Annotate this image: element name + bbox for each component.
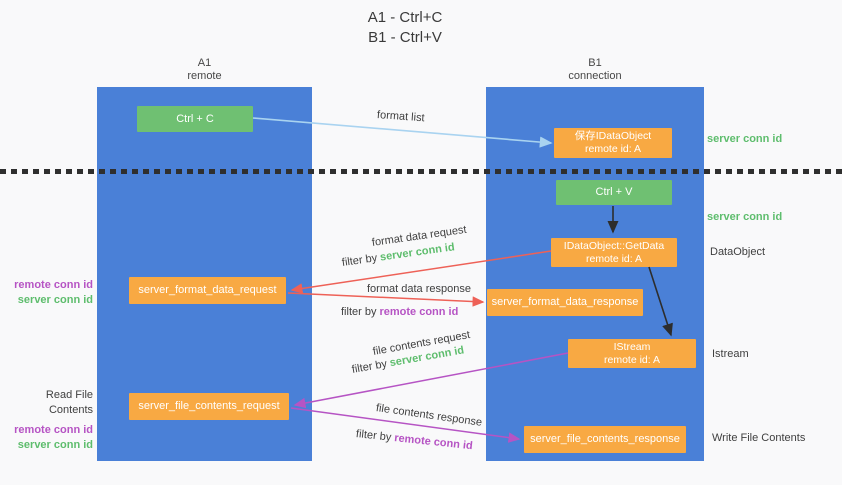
- side-label-server-conn-id-mid: server conn id: [707, 211, 783, 223]
- node-ctrl-v: Ctrl + V: [556, 180, 672, 205]
- node-file-resp-label: server_file_contents_response: [530, 433, 680, 445]
- node-getdata-line1: IDataObject::GetData: [563, 239, 665, 252]
- node-save-line2: remote id: A: [584, 143, 642, 155]
- left-labels-file: Read File Contents remote conn id server…: [0, 388, 93, 453]
- node-server-format-data-response: server_format_data_response: [487, 289, 643, 316]
- lane-b1-subtitle: connection: [568, 70, 622, 82]
- node-server-format-data-request: server_format_data_request: [129, 277, 286, 304]
- lane-b1-name: B1: [588, 57, 602, 69]
- edge-label-filter-format-request: filter byserver conn id: [341, 241, 455, 269]
- left-remote-conn-id-1: remote conn id: [14, 279, 93, 291]
- node-istream: IStream remote id: A: [568, 339, 696, 368]
- title-line-2: B1 - Ctrl+V: [368, 29, 442, 46]
- left-server-conn-id-2: server conn id: [17, 439, 93, 451]
- node-server-file-contents-response: server_file_contents_response: [524, 426, 686, 453]
- left-labels-format: remote conn id server conn id: [0, 278, 93, 308]
- node-format-resp-label: server_format_data_response: [491, 296, 639, 308]
- node-server-file-contents-request: server_file_contents_request: [129, 393, 289, 420]
- lane-header-a1: A1 remote: [97, 57, 312, 83]
- edge-label-format-data-response: format data response: [367, 283, 471, 295]
- title-line-1: A1 - Ctrl+C: [367, 9, 443, 26]
- lane-a1-subtitle: remote: [187, 70, 222, 82]
- node-istream-line2: remote id: A: [603, 353, 661, 366]
- side-label-server-conn-id-top: server conn id: [707, 133, 783, 145]
- edge-label-file-contents-response: file contents response: [375, 402, 483, 429]
- filter-by-text: filter by: [355, 428, 392, 444]
- diagram-title: A1 - Ctrl+C B1 - Ctrl+V: [285, 8, 525, 48]
- node-save-line1: 保存IDataObject: [574, 130, 652, 142]
- filter-by-text: filter by: [341, 252, 378, 269]
- node-ctrl-v-label: Ctrl + V: [595, 186, 633, 198]
- lane-a1-name: A1: [197, 57, 212, 69]
- side-label-istream: Istream: [712, 348, 749, 360]
- node-format-req-label: server_format_data_request: [138, 284, 277, 296]
- node-file-req-label: server_file_contents_request: [138, 400, 280, 412]
- node-idataobject-getdata: IDataObject::GetData remote id: A: [551, 238, 677, 267]
- left-server-conn-id-1: server conn id: [17, 294, 93, 306]
- lane-header-b1: B1 connection: [486, 57, 704, 83]
- filter-by-text: filter by: [350, 357, 388, 376]
- left-read-file-contents: Read File Contents: [45, 389, 93, 416]
- node-ctrl-c: Ctrl + C: [137, 106, 253, 132]
- remote-conn-id-text: remote conn id: [379, 306, 459, 318]
- remote-conn-id-text: remote conn id: [393, 432, 474, 453]
- left-remote-conn-id-2: remote conn id: [14, 424, 93, 436]
- node-istream-line1: IStream: [613, 340, 651, 353]
- node-ctrl-c-label: Ctrl + C: [176, 112, 214, 125]
- node-getdata-line2: remote id: A: [585, 252, 643, 265]
- edge-label-format-list: format list: [376, 109, 425, 125]
- node-save-idataobject: 保存IDataObject remote id: A: [554, 128, 672, 158]
- side-label-dataobject: DataObject: [710, 246, 766, 258]
- phase-divider-dotted-line: [0, 169, 842, 174]
- filter-by-text: filter by: [341, 306, 377, 318]
- side-label-write-file-contents: Write File Contents: [712, 432, 806, 444]
